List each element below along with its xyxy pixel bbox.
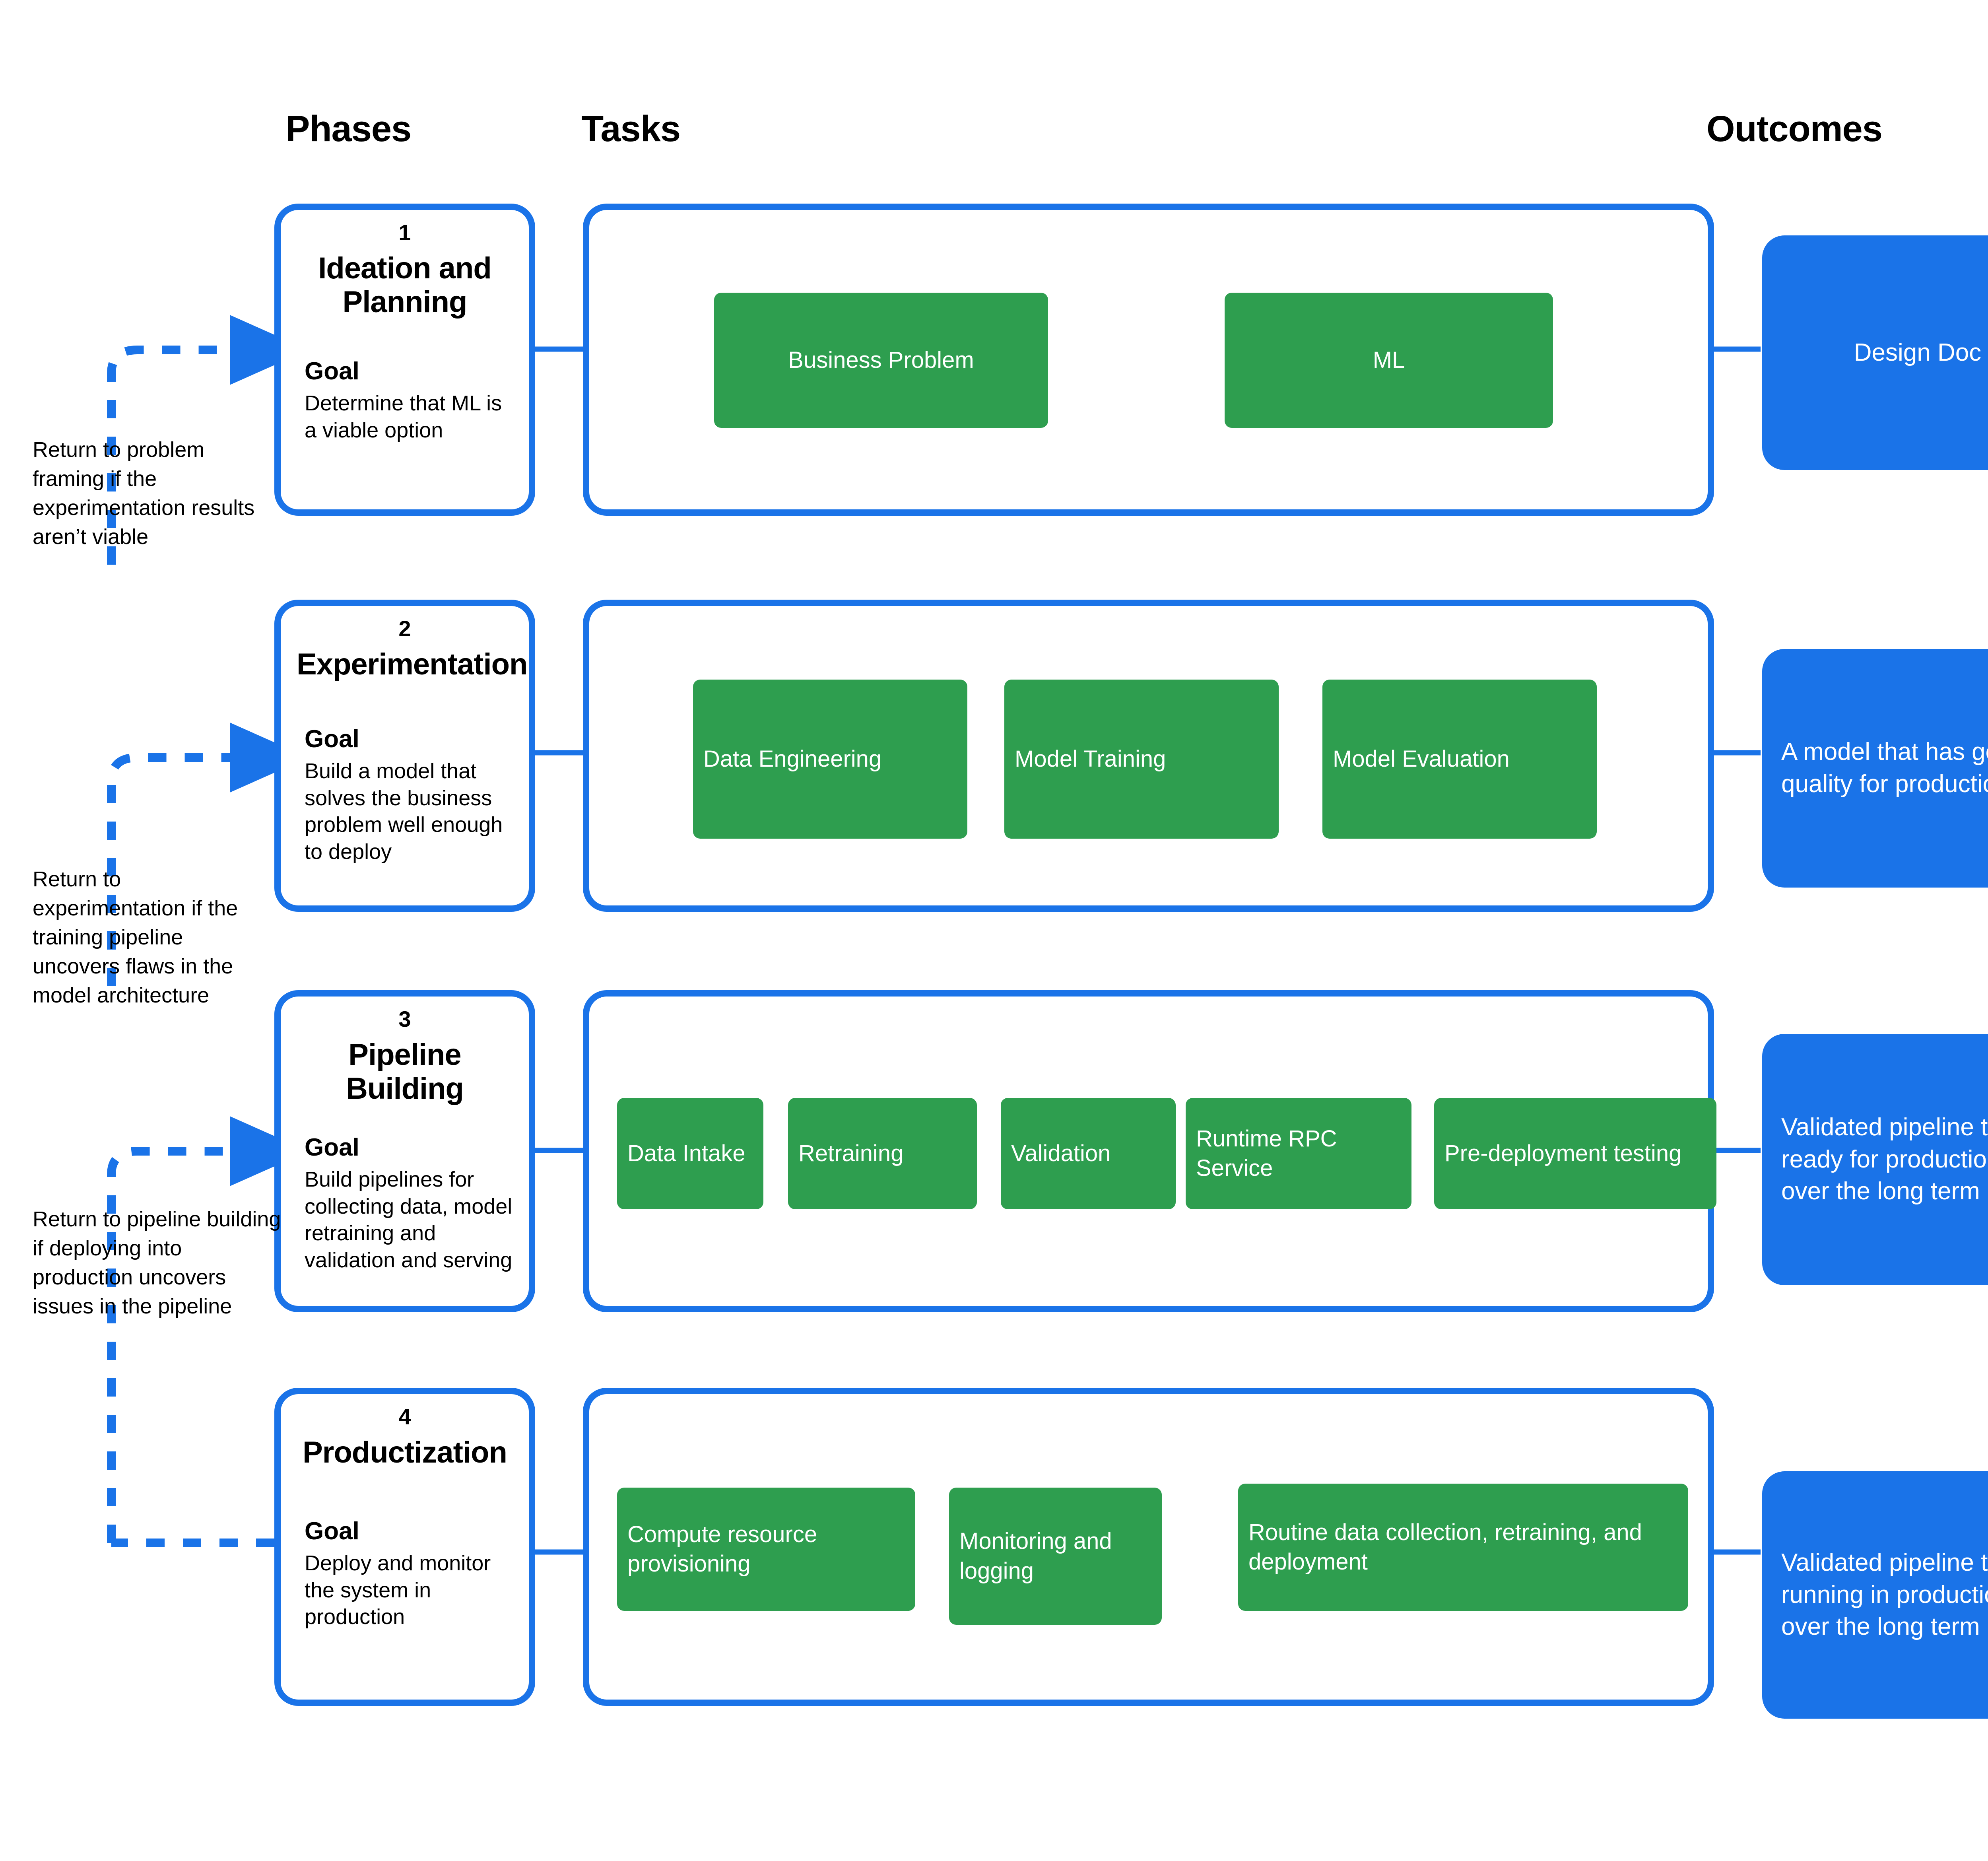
goal-text-1: Determine that ML is a viable option [305, 391, 502, 442]
phase-card-1[interactable]: 1 Ideation and Planning Goal Determine t… [274, 204, 535, 516]
annotation-return-to-problem-framing: Return to problem framing if the experim… [33, 438, 255, 549]
phase-title-4: Productization [303, 1435, 507, 1469]
task-box-retraining[interactable]: Retraining [788, 1098, 977, 1209]
column-header-phases: Phases [285, 109, 412, 149]
phase-goal-block-3: Goal Build pipelines for collecting data… [297, 1133, 513, 1274]
phase-goal-block-1: Goal Determine that ML is a viable optio… [297, 357, 513, 444]
outcome-box-2[interactable]: A model that has good quality for produc… [1762, 649, 1988, 888]
phase-number-4: 4 [398, 1404, 411, 1429]
goal-text-3: Build pipelines for collecting data, mod… [305, 1167, 513, 1272]
phase-number-2: 2 [398, 616, 411, 641]
column-header-tasks: Tasks [581, 109, 681, 149]
task-box-monitoring-and-logging[interactable]: Monitoring and logging [949, 1488, 1162, 1625]
task-box-data-intake[interactable]: Data Intake [617, 1098, 763, 1209]
task-box-compute-resource-provisioning[interactable]: Compute resource provisioning [617, 1488, 915, 1611]
phase-number-1: 1 [398, 220, 411, 245]
task-box-runtime-rpc-service[interactable]: Runtime RPC Service [1186, 1098, 1411, 1209]
tasks-container-3: Data Intake Retraining Validation Runtim… [583, 990, 1716, 1312]
phase-card-3[interactable]: 3 Pipeline Building Goal Build pipelines… [274, 990, 535, 1312]
goal-text-4: Deploy and monitor the system in product… [305, 1551, 491, 1629]
phase-goal-block-2: Goal Build a model that solves the busin… [297, 725, 513, 865]
phase-card-4[interactable]: 4 Productization Goal Deploy and monitor… [274, 1388, 535, 1706]
outcome-box-4[interactable]: Validated pipeline that’s running in pro… [1762, 1471, 1988, 1719]
annotation-return-to-experimentation: Return to experimentation if the trainin… [33, 867, 238, 1007]
phase-task-connectors [535, 346, 584, 1555]
task-box-validation[interactable]: Validation [1001, 1098, 1176, 1209]
task-box-model-evaluation[interactable]: Model Evaluation [1322, 680, 1597, 839]
task-box-pre-deployment-testing[interactable]: Pre-deployment testing [1434, 1098, 1716, 1209]
outcome-box-3[interactable]: Validated pipeline that’s ready for prod… [1762, 1034, 1988, 1285]
phase-goal-block-4: Goal Deploy and monitor the system in pr… [297, 1517, 513, 1631]
task-box-business-problem[interactable]: Business Problem [714, 293, 1048, 428]
tasks-container-2: Data Engineering Model Training Model Ev… [583, 600, 1714, 912]
task-box-data-engineering[interactable]: Data Engineering [693, 680, 967, 839]
goal-label-3: Goal [305, 1133, 359, 1161]
phase-card-2[interactable]: 2 Experimentation Goal Build a model tha… [274, 600, 535, 912]
goal-text-2: Build a model that solves the business p… [305, 759, 503, 864]
column-header-outcomes: Outcomes [1706, 109, 1883, 149]
phase-title-1: Ideation and Planning [318, 251, 492, 319]
goal-label-1: Goal [305, 357, 359, 385]
phase-title-2: Experimentation [297, 647, 528, 681]
annotation-return-to-pipeline-building: Return to pipeline building if deploying… [33, 1207, 281, 1318]
phase-title-3: Pipeline Building [346, 1037, 464, 1105]
task-box-routine-data-collection[interactable]: Routine data collection, retraining, and… [1238, 1484, 1688, 1611]
task-box-model-training[interactable]: Model Training [1004, 680, 1279, 839]
task-box-ml[interactable]: ML [1225, 293, 1553, 428]
goal-label-2: Goal [305, 725, 359, 753]
tasks-container-4: Compute resource provisioning Monitoring… [583, 1388, 1714, 1706]
outcome-box-1[interactable]: Design Doc [1762, 235, 1988, 470]
goal-label-4: Goal [305, 1517, 359, 1545]
task-outcome-connectors [1712, 346, 1761, 1555]
phase-number-3: 3 [398, 1006, 411, 1032]
tasks-container-1: Business Problem ML [583, 204, 1714, 516]
